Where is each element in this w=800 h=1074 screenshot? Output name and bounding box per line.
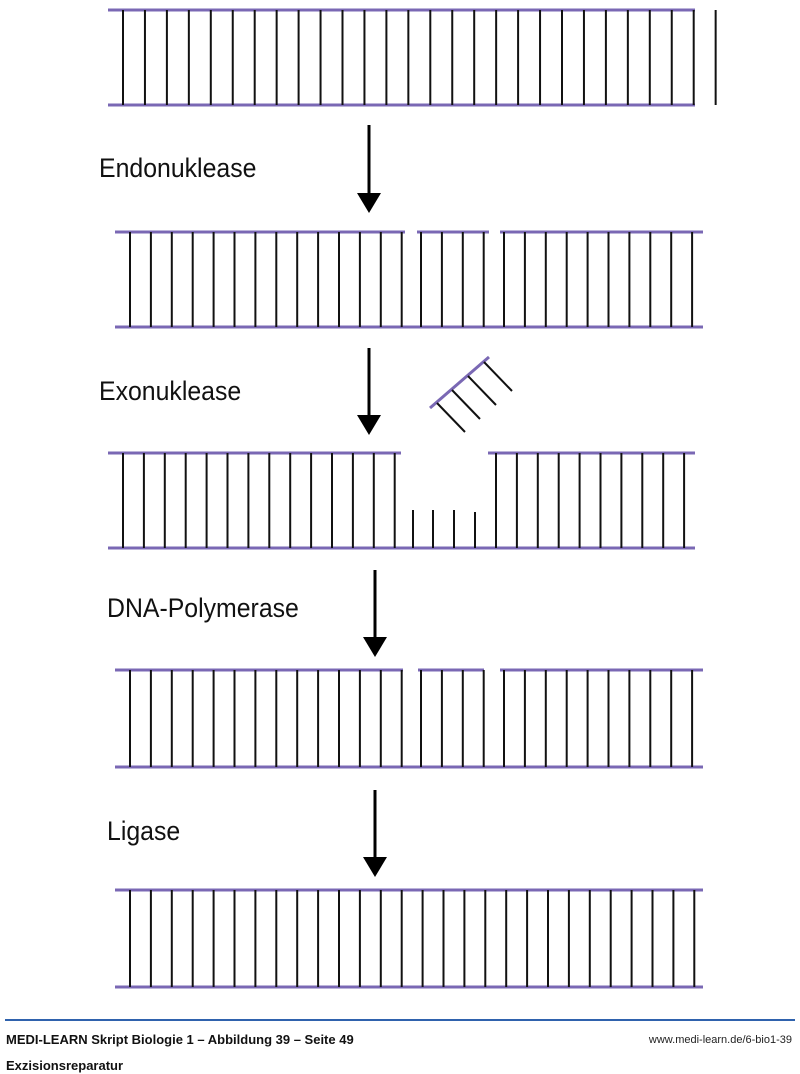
excised-fragment-rung <box>451 389 481 420</box>
arrow-head-icon <box>357 193 381 213</box>
step-label-dna-polymerase: DNA-Polymerase <box>107 593 299 623</box>
excision-repair-diagram <box>108 8 717 989</box>
arrow-head-icon <box>363 637 387 657</box>
footer-title: MEDI-LEARN Skript Biologie 1 – Abbildung… <box>6 1032 354 1047</box>
step-label-exonuclease: Exonuklease <box>99 376 242 406</box>
arrow-head-icon <box>357 415 381 435</box>
arrow-head-icon <box>363 857 387 877</box>
step-label-endonuclease: Endonuklease <box>99 153 257 183</box>
excised-fragment-rung <box>467 375 497 406</box>
footer-url: www.medi-learn.de/6-bio1-39 <box>648 1034 792 1046</box>
step-label-ligase: Ligase <box>107 816 181 846</box>
footer-divider <box>5 1019 795 1021</box>
excised-fragment-rung <box>436 402 466 433</box>
footer-subtitle: Exzisionsreparatur <box>6 1058 124 1073</box>
excised-fragment-backbone <box>429 355 490 410</box>
excised-fragment-rung <box>483 361 513 392</box>
